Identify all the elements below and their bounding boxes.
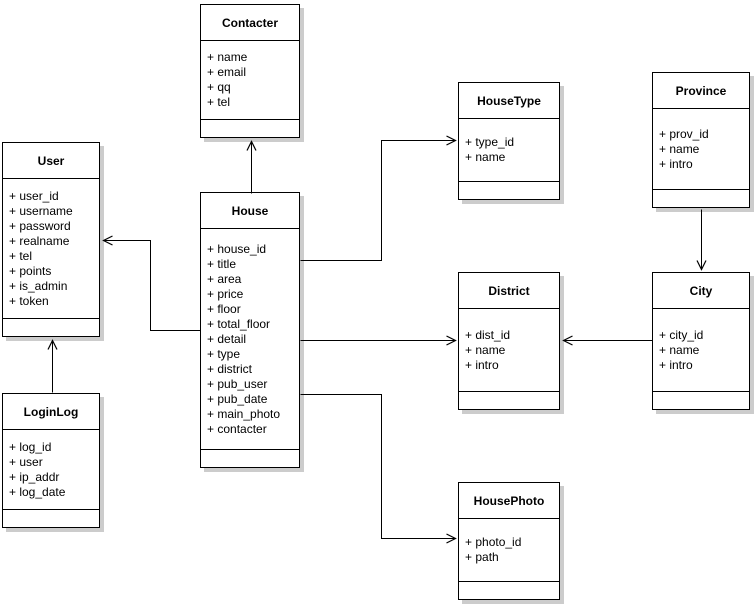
entity-attributes: + type_id+ name	[459, 119, 559, 181]
attribute: + total_floor	[207, 316, 271, 331]
connector-house-to-housetype	[300, 135, 457, 261]
connector-house-to-user	[102, 235, 201, 331]
entity-footer-compartment	[459, 581, 559, 599]
entity-title: District	[459, 273, 559, 309]
entity-footer-compartment	[201, 119, 299, 137]
entity-title: Contacter	[201, 5, 299, 41]
attribute: + name	[659, 342, 700, 357]
attribute: + tel	[207, 95, 231, 109]
entity-title: Province	[653, 73, 749, 109]
entity-attributes: + log_id+ user+ ip_addr+ log_date	[3, 430, 99, 509]
attribute: + intro	[659, 357, 693, 372]
attribute: + log_id	[9, 439, 52, 454]
entity-footer-compartment	[3, 318, 99, 336]
entity-title: City	[653, 273, 749, 309]
entity-footer-compartment	[459, 391, 559, 409]
entity-title: HousePhoto	[459, 483, 559, 519]
connector-house-to-housephoto	[300, 394, 457, 544]
attribute: + intro	[659, 156, 693, 171]
entity-province[interactable]: Province + prov_id+ name+ intro	[652, 72, 750, 208]
attribute: + log_date	[9, 484, 66, 499]
attribute: + price	[207, 286, 244, 301]
attribute: + intro	[465, 357, 499, 372]
entity-title: User	[3, 143, 99, 179]
entity-attributes: + user_id+ username+ password+ realname+…	[3, 179, 99, 318]
entity-housephoto[interactable]: HousePhoto + photo_id+ path	[458, 482, 560, 600]
attribute: + name	[659, 141, 700, 156]
attribute: + city_id	[659, 327, 704, 342]
attribute: + title	[207, 256, 237, 271]
attribute: + contacter	[207, 421, 267, 436]
entity-attributes: + prov_id+ name+ intro	[653, 109, 749, 189]
entity-footer-compartment	[459, 181, 559, 199]
attribute: + realname	[9, 233, 70, 248]
entity-attributes: + house_id+ title+ area+ price+ floor+ t…	[201, 229, 299, 449]
attribute: + path	[465, 550, 499, 564]
attribute: + token	[9, 293, 49, 308]
entity-footer-compartment	[653, 391, 749, 409]
entity-loginlog[interactable]: LoginLog + log_id+ user+ ip_addr+ log_da…	[2, 393, 100, 528]
entity-attributes: + city_id+ name+ intro	[653, 309, 749, 391]
attribute: + main_photo	[207, 406, 281, 421]
attribute: + email	[207, 65, 247, 79]
attribute: + name	[465, 342, 506, 357]
attribute: + detail	[207, 331, 247, 346]
attribute: + name	[465, 150, 506, 164]
entity-title: LoginLog	[3, 394, 99, 430]
attribute: + is_admin	[9, 278, 68, 293]
attribute: + password	[9, 218, 71, 233]
entity-footer-compartment	[653, 189, 749, 207]
entity-title: HouseType	[459, 83, 559, 119]
attribute: + points	[9, 263, 52, 278]
attribute: + area	[207, 271, 242, 286]
entity-attributes: + dist_id+ name+ intro	[459, 309, 559, 391]
attribute: + floor	[207, 301, 241, 316]
attribute: + qq	[207, 80, 231, 94]
attribute: + tel	[9, 248, 33, 263]
attribute: + district	[207, 361, 253, 376]
entity-contacter[interactable]: Contacter + name+ email+ qq+ tel	[200, 4, 300, 138]
attribute: + user_id	[9, 188, 59, 203]
attribute: + house_id	[207, 241, 267, 256]
entity-user[interactable]: User + user_id+ username+ password+ real…	[2, 142, 100, 337]
entity-attributes: + photo_id+ path	[459, 519, 559, 581]
attribute: + username	[9, 203, 73, 218]
entity-footer-compartment	[201, 449, 299, 467]
attribute: + dist_id	[465, 327, 511, 342]
entity-district[interactable]: District + dist_id+ name+ intro	[458, 272, 560, 410]
attribute: + photo_id	[465, 535, 522, 549]
attribute: + prov_id	[659, 126, 709, 141]
attribute: + ip_addr	[9, 469, 60, 484]
attribute: + type_id	[465, 135, 515, 149]
entity-footer-compartment	[3, 509, 99, 527]
attribute: + pub_user	[207, 376, 268, 391]
attribute: + user	[9, 454, 43, 469]
entity-city[interactable]: City + city_id+ name+ intro	[652, 272, 750, 410]
attribute: + name	[207, 50, 248, 64]
entity-title: House	[201, 193, 299, 229]
attribute: + pub_date	[207, 391, 268, 406]
entity-attributes: + name+ email+ qq+ tel	[201, 41, 299, 119]
entity-house[interactable]: House + house_id+ title+ area+ price+ fl…	[200, 192, 300, 468]
attribute: + type	[207, 346, 241, 361]
entity-housetype[interactable]: HouseType + type_id+ name	[458, 82, 560, 200]
